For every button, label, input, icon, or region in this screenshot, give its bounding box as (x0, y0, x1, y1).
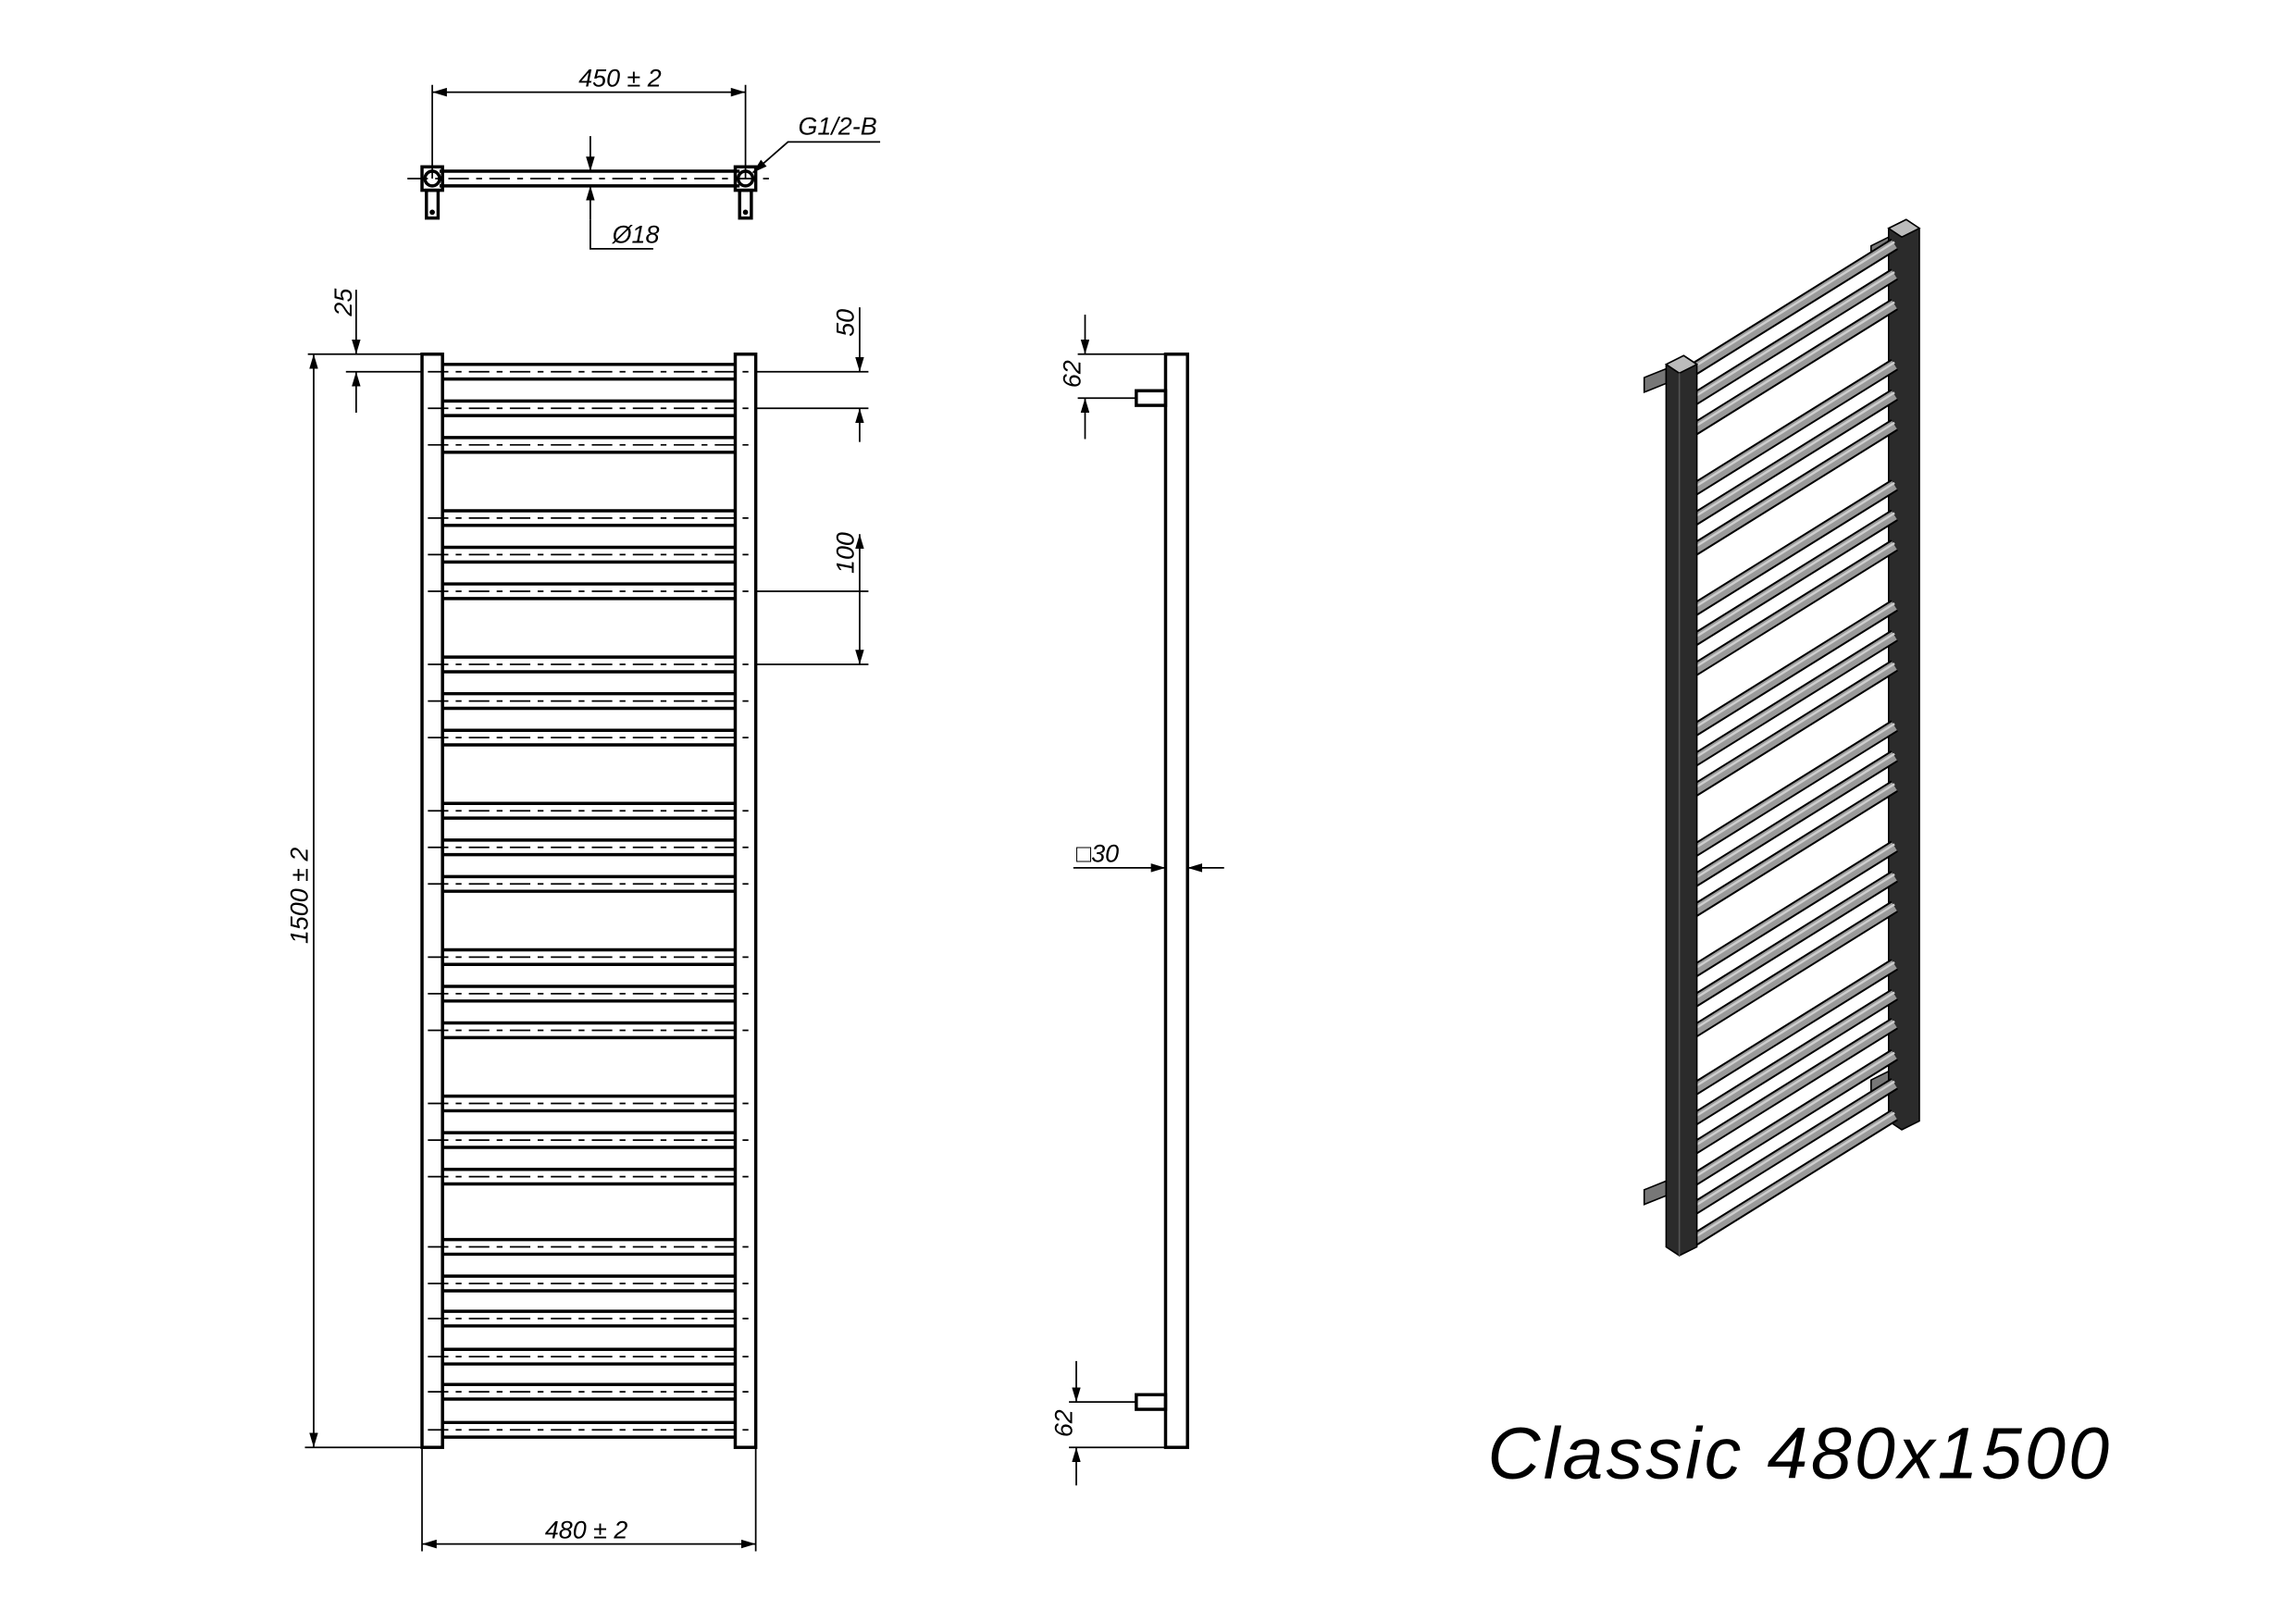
render-bar (1689, 509, 1898, 647)
front-bar (428, 1347, 751, 1366)
product-title: Classic 480x1500 (1487, 1411, 2112, 1493)
front-bar (428, 874, 751, 893)
top-view: 450 ± 2 Ø18 G1/2-B (407, 64, 881, 250)
side-view: 62 □30 62 (1049, 315, 1224, 1486)
front-bar (428, 1094, 751, 1113)
front-bar (428, 545, 751, 564)
render-bar (1689, 1018, 1898, 1156)
towel-rail-render (1643, 218, 1921, 1257)
front-view: 25 50 100 1500 ± 2 480 ± 2 (286, 288, 869, 1552)
front-bar (428, 985, 751, 1003)
front-bar (428, 582, 751, 601)
front-bar (428, 1021, 751, 1040)
left-post (1665, 354, 1698, 1257)
front-bar (428, 655, 751, 674)
render-bar (1689, 1109, 1898, 1247)
top-width-dimension: 450 ± 2 (578, 64, 662, 92)
front-bars (428, 363, 751, 1439)
bottom-mount-dimension: 62 (1049, 1409, 1077, 1437)
render-bar (1689, 871, 1898, 1009)
render-bar (1689, 1048, 1898, 1187)
front-bar (428, 1237, 751, 1257)
render-bar (1689, 268, 1898, 406)
front-bar (428, 509, 751, 527)
render-bar (1689, 959, 1898, 1096)
post-section-label: □30 (1076, 840, 1119, 868)
tube-diameter-label: Ø18 (612, 221, 660, 249)
render-bar (1689, 988, 1898, 1126)
render-bar (1689, 539, 1898, 677)
render-bar (1689, 298, 1898, 437)
render-bar (1689, 479, 1898, 617)
bar-spacing-50-dimension: 50 (832, 309, 860, 337)
front-bar (428, 691, 751, 711)
right-valve-icon (733, 165, 758, 220)
front-bar (428, 1274, 751, 1293)
front-bar (428, 1309, 751, 1328)
thread-label: G1/2-B (798, 113, 876, 141)
left-valve-icon (420, 165, 444, 220)
render-bar (1689, 1078, 1898, 1216)
top-offset-dimension: 25 (329, 288, 357, 317)
top-mount-dimension: 62 (1059, 360, 1086, 388)
front-bar (428, 1131, 751, 1149)
render-bar (1689, 389, 1898, 527)
width-dimension: 480 ± 2 (545, 1516, 628, 1543)
front-bar (428, 1382, 751, 1401)
front-bar (428, 399, 751, 417)
bar-spacing-100-dimension: 100 (832, 532, 860, 574)
front-bar (428, 436, 751, 454)
render-bar (1689, 660, 1898, 798)
front-bar (428, 1167, 751, 1186)
render-bar (1689, 238, 1898, 376)
render-bar (1689, 629, 1898, 768)
render-bar (1689, 900, 1898, 1038)
height-dimension: 1500 ± 2 (286, 848, 314, 944)
render-bar (1689, 359, 1898, 497)
front-bar (428, 948, 751, 967)
render-bar (1689, 720, 1898, 858)
render-bar (1689, 840, 1898, 978)
render-bar (1689, 419, 1898, 557)
render-bar (1689, 750, 1898, 888)
front-bar (428, 838, 751, 857)
front-bar (428, 1420, 751, 1439)
front-bar (428, 801, 751, 820)
render-bar (1689, 600, 1898, 737)
front-bar (428, 363, 751, 381)
render-bars (1689, 238, 1898, 1247)
front-bar (428, 728, 751, 747)
render-bar (1689, 780, 1898, 918)
